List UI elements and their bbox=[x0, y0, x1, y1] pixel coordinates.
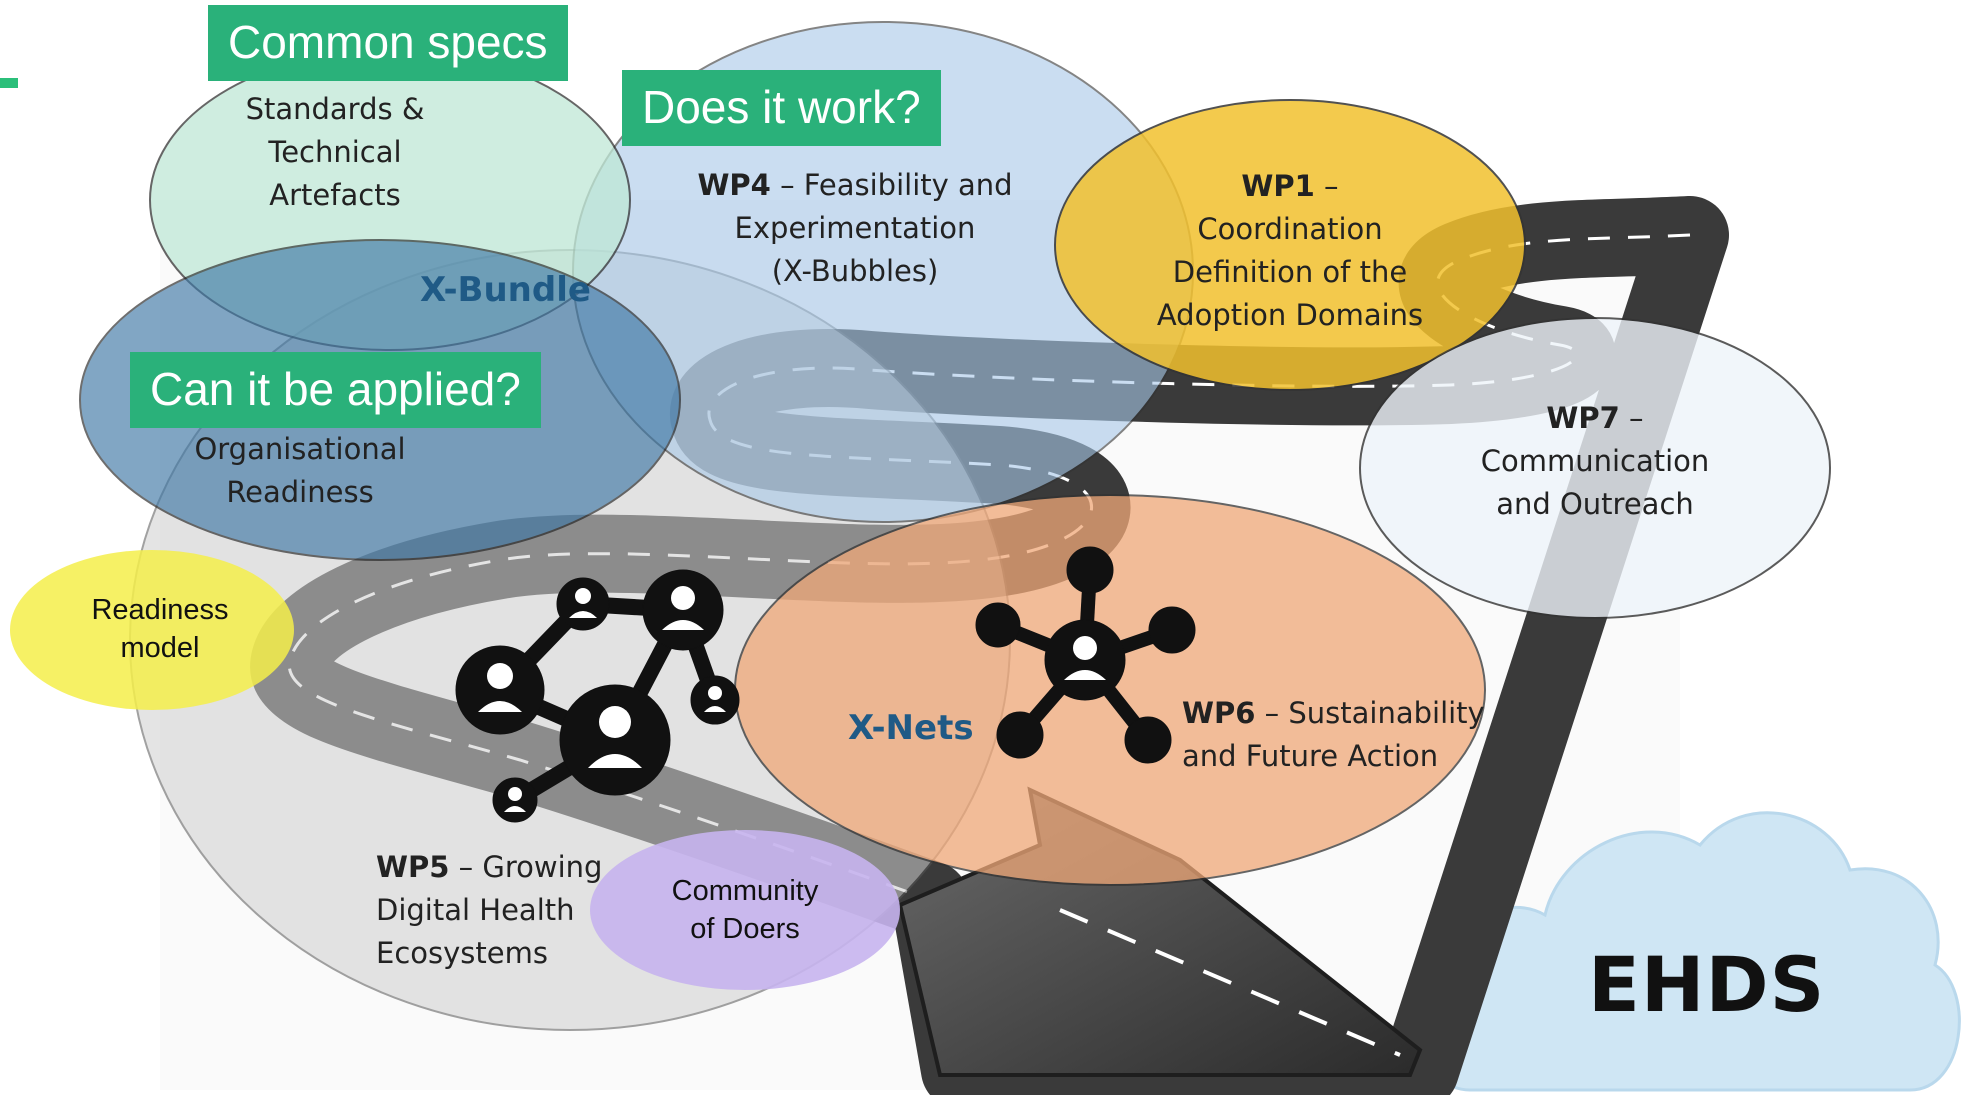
wp5-label: WP5 – Growing Digital Health Ecosystems bbox=[376, 846, 602, 975]
wp4-line-2: Experimentation bbox=[734, 211, 976, 245]
wp6-code: WP6 bbox=[1182, 696, 1256, 730]
readiness-model-circle bbox=[10, 550, 294, 710]
tag-does-it-work: Does it work? bbox=[622, 70, 941, 146]
standards-line-3: Artefacts bbox=[269, 178, 401, 212]
wp7-label: WP7 – Communication and Outreach bbox=[1460, 397, 1730, 526]
wp1-dash: – bbox=[1314, 169, 1339, 203]
wp1-line-3: Definition of the bbox=[1172, 255, 1408, 289]
standards-line-1: Standards & bbox=[245, 92, 425, 126]
wp6-label: WP6 – Sustainability and Future Action bbox=[1182, 692, 1485, 778]
org-readiness-line-1: Organisational bbox=[194, 432, 406, 466]
wp5-code: WP5 bbox=[376, 850, 450, 884]
wp6-title-part: – Sustainability bbox=[1255, 696, 1485, 730]
standards-line-2: Technical bbox=[268, 135, 402, 169]
wp7-line-3: and Outreach bbox=[1496, 487, 1694, 521]
community-line-1: Community bbox=[671, 875, 819, 907]
x-nets-label: X-Nets bbox=[848, 708, 974, 748]
wp1-line-2: Coordination bbox=[1197, 212, 1383, 246]
community-label: Community of Doers bbox=[640, 872, 850, 948]
wp1-line-4: Adoption Domains bbox=[1156, 298, 1424, 332]
ehds-label: EHDS bbox=[1588, 940, 1826, 1029]
wp4-title-part: – Feasibility and bbox=[770, 168, 1013, 202]
community-circle bbox=[590, 830, 900, 990]
tag-can-it-be-applied: Can it be applied? bbox=[130, 352, 541, 428]
wp7-circle bbox=[1359, 317, 1831, 619]
tag-common-specs: Common specs bbox=[208, 5, 568, 81]
community-line-2: of Doers bbox=[690, 913, 800, 945]
org-readiness-line-2: Readiness bbox=[226, 475, 374, 509]
readiness-model-line-2: model bbox=[120, 632, 200, 664]
people-network-icon bbox=[455, 569, 740, 823]
wp1-circle bbox=[1054, 99, 1526, 391]
wp7-line-2: Communication bbox=[1480, 444, 1710, 478]
wp7-dash: – bbox=[1619, 401, 1644, 435]
readiness-model-label: Readiness model bbox=[60, 591, 260, 667]
wp1-label: WP1 – Coordination Definition of the Ado… bbox=[1140, 165, 1440, 337]
wp5-line-3: Ecosystems bbox=[376, 936, 548, 970]
wp5-line-2: Digital Health bbox=[376, 893, 575, 927]
wp7-code: WP7 bbox=[1546, 401, 1620, 435]
x-bundle-label: X-Bundle bbox=[420, 270, 591, 310]
wp4-line-3: (X-Bubbles) bbox=[771, 254, 939, 288]
hub-network-icon bbox=[975, 546, 1196, 764]
org-readiness-label: Organisational Readiness bbox=[180, 428, 420, 514]
readiness-model-line-1: Readiness bbox=[91, 594, 229, 626]
wp4-label: WP4 – Feasibility and Experimentation (X… bbox=[690, 164, 1020, 293]
standards-label: Standards & Technical Artefacts bbox=[225, 88, 445, 217]
accent-bar bbox=[0, 78, 18, 88]
wp6-line-2: and Future Action bbox=[1182, 739, 1439, 773]
wp5-title-part: – Growing bbox=[449, 850, 603, 884]
wp4-code: WP4 bbox=[697, 168, 771, 202]
wp1-code: WP1 bbox=[1241, 169, 1315, 203]
